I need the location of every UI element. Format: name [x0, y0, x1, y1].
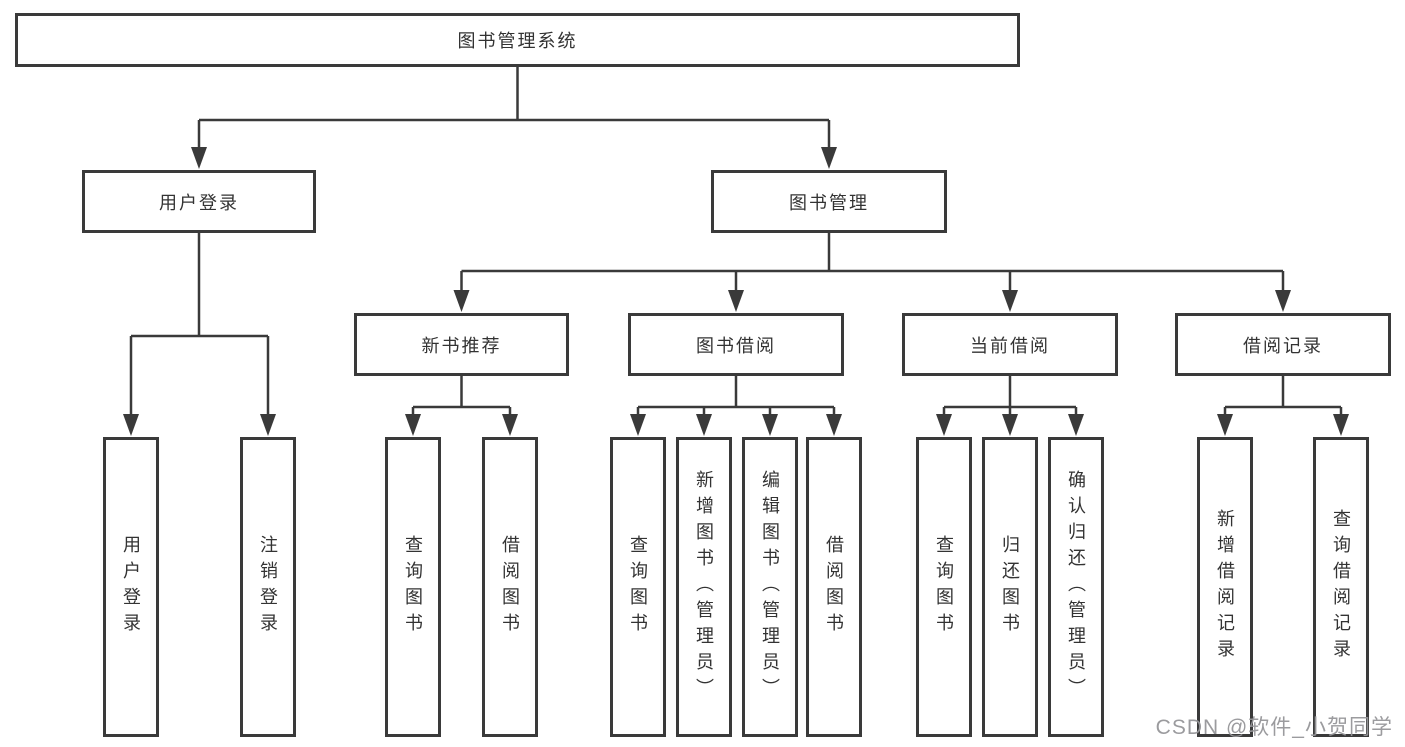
csdn-watermark: CSDN @软件_小贺同学: [1155, 716, 1393, 739]
leaf-confirm-return-admin: 确认归还（管理员）: [1048, 437, 1104, 737]
node-new-book-recommend: 新书推荐: [354, 313, 569, 376]
leaf-add-borrow-record: 新增借阅记录: [1197, 437, 1253, 737]
leaf-borrow-books: 借阅图书: [806, 437, 862, 737]
leaf-add-book-admin: 新增图书（管理员）: [676, 437, 732, 737]
leaf-logout: 注销登录: [240, 437, 296, 737]
leaf-query-books-borrowing: 查询图书: [610, 437, 666, 737]
node-book-borrowing: 图书借阅: [628, 313, 844, 376]
node-user-login: 用户登录: [82, 170, 316, 233]
leaf-user-login: 用户登录: [103, 437, 159, 737]
leaf-query-books-current: 查询图书: [916, 437, 972, 737]
leaf-query-borrow-record: 查询借阅记录: [1313, 437, 1369, 737]
node-book-management: 图书管理: [711, 170, 947, 233]
leaf-query-books-recommend: 查询图书: [385, 437, 441, 737]
leaf-return-books: 归还图书: [982, 437, 1038, 737]
node-borrowing-records: 借阅记录: [1175, 313, 1391, 376]
leaf-borrow-books-recommend: 借阅图书: [482, 437, 538, 737]
arrowheads: [123, 147, 1349, 436]
node-current-borrowing: 当前借阅: [902, 313, 1118, 376]
node-root-library-system: 图书管理系统: [15, 13, 1020, 67]
leaf-edit-book-admin: 编辑图书（管理员）: [742, 437, 798, 737]
